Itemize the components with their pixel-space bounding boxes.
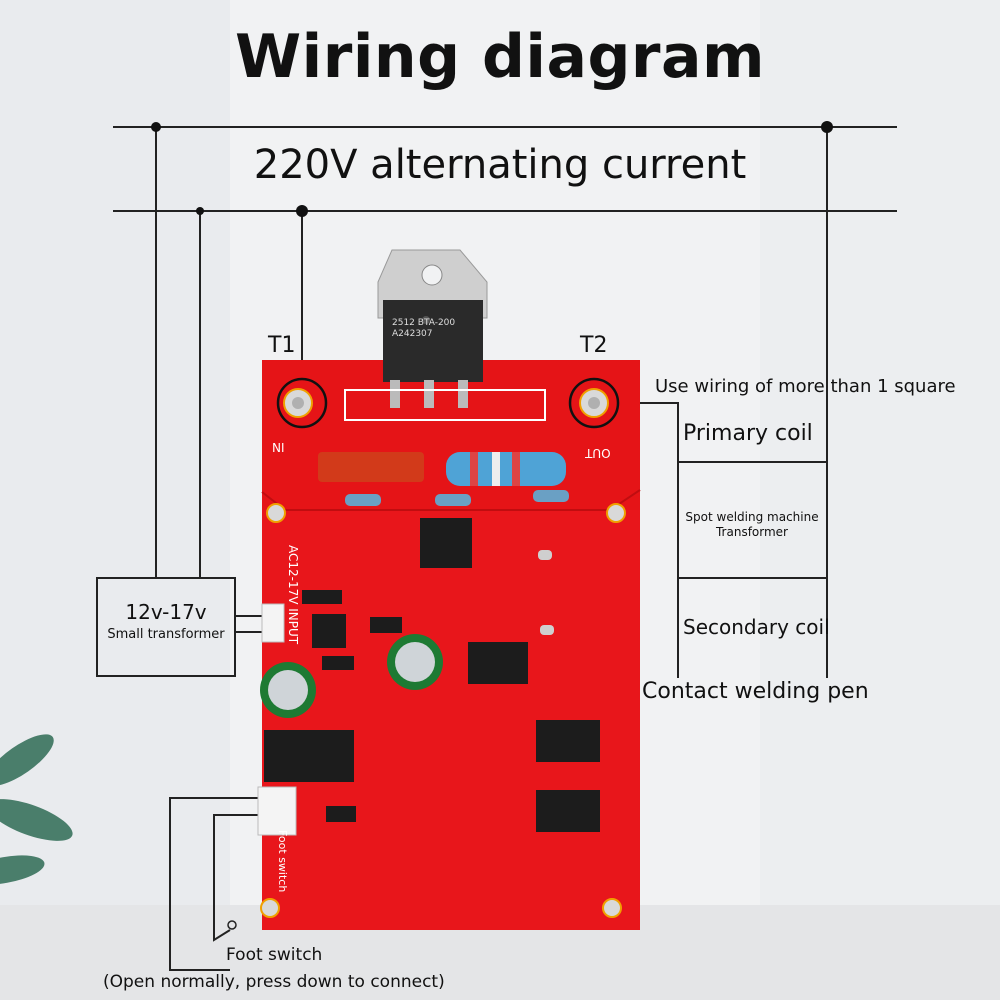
- secondary-coil-label: Secondary coil: [683, 615, 830, 639]
- pcb-out-label: OUT: [585, 446, 611, 460]
- junction-dots: [151, 121, 833, 217]
- welding-pen-label: Contact welding pen: [642, 679, 869, 704]
- plant-leaves: [0, 734, 73, 885]
- triac-marking: 2512 BTA-200 A242307: [392, 318, 456, 339]
- foot-switch-note: (Open normally, press down to connect): [103, 972, 445, 992]
- foot-switch-contact: [227, 920, 237, 930]
- primary-coil-label: Primary coil: [683, 421, 813, 446]
- solder-pad-row: [344, 389, 546, 421]
- ac-supply-label: 220V alternating current: [253, 142, 747, 188]
- foot-switch-connector: [257, 786, 297, 836]
- pcb-ac-input-label: AC12-17V INPUT: [286, 545, 300, 645]
- foot-switch-label: Foot switch: [226, 945, 323, 965]
- wires: [155, 127, 828, 971]
- page-title: Wiring diagram: [234, 22, 765, 92]
- terminal-t1-label: T1: [268, 333, 296, 358]
- input-connector: [261, 603, 285, 643]
- terminal-t1: [276, 377, 328, 429]
- pcb-components: [260, 452, 600, 832]
- small-transformer-voltage: 12v-17v: [125, 600, 207, 624]
- pcb-in-label: IN: [272, 440, 285, 454]
- terminal-t2: [568, 377, 620, 429]
- terminal-t2-label: T2: [580, 333, 608, 358]
- small-transformer-label: Small transformer: [107, 627, 225, 642]
- triac: [377, 249, 488, 408]
- mounting-holes: [260, 503, 626, 918]
- small-transformer-box: [96, 577, 236, 677]
- welding-transformer-label: Spot welding machine Transformer: [685, 510, 819, 539]
- pcb-foot-switch-label: Foot switch: [276, 830, 289, 893]
- wiring-note: Use wiring of more than 1 square: [655, 376, 956, 397]
